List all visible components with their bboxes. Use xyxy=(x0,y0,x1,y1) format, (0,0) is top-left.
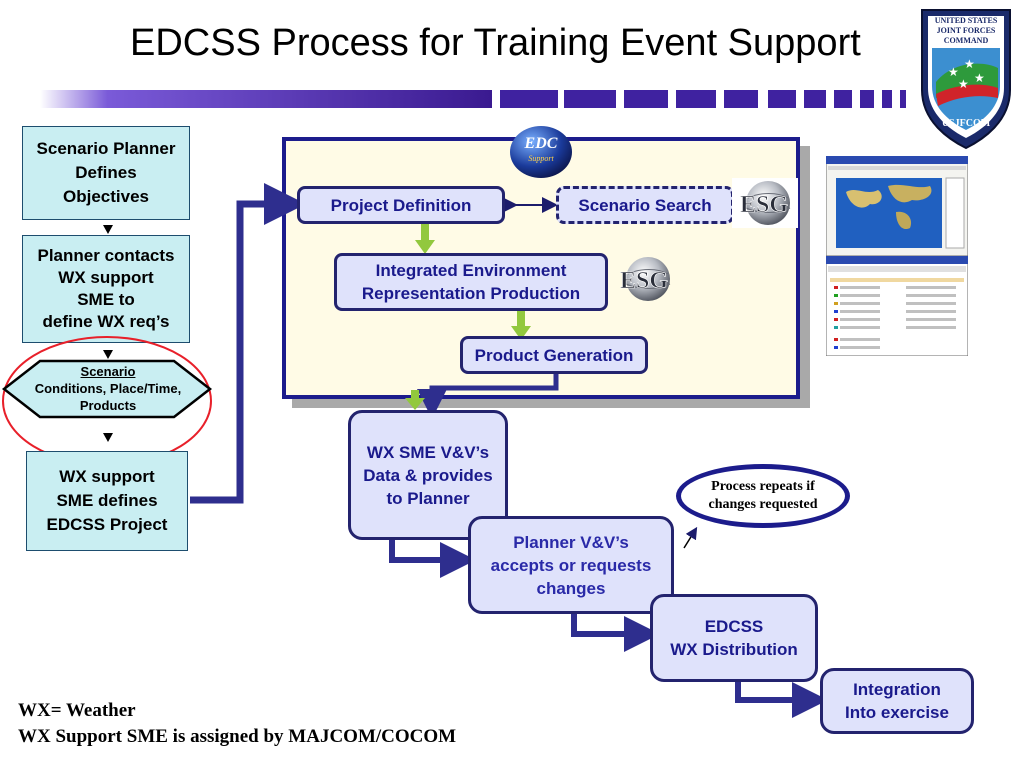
integrated-environment-box: Integrated Environment Representation Pr… xyxy=(334,253,608,311)
edc-logo-text: EDC xyxy=(524,135,558,152)
integration-box: Integration Into exercise xyxy=(820,668,974,734)
scenario-diamond-body: Conditions, Place/Time, Products xyxy=(34,381,182,413)
esg-globe-logo-icon: ESG xyxy=(732,178,798,228)
arrow-down-icon xyxy=(103,350,113,359)
esg-logo-text: ESG xyxy=(620,268,668,294)
arrow-down-icon xyxy=(103,433,113,442)
esg-logo-text: ESG xyxy=(740,192,788,218)
green-arrow-down-icon xyxy=(511,308,531,340)
seal-bottom-text: USJFCOM xyxy=(942,118,991,129)
planner-contacts-box: Planner contacts WX support SME to defin… xyxy=(22,235,190,343)
wx-support-defines-box: WX support SME defines EDCSS Project xyxy=(26,451,188,551)
edc-support-logo-icon: EDC Support xyxy=(510,126,572,178)
planner-contacts-text: Planner contacts WX support SME to defin… xyxy=(37,246,175,331)
footnote-line-2: WX Support SME is assigned by MAJCOM/COC… xyxy=(18,726,457,747)
footnote-line-1: WX= Weather xyxy=(18,700,136,721)
edcss-distribution-box: EDCSS WX Distribution xyxy=(650,594,818,682)
wx-support-defines-text: WX support SME defines EDCSS Project xyxy=(46,467,168,534)
usjfcom-seal-icon: ★ ★ ★ ★ UNITED STATES JOINT FORCES COMMA… xyxy=(921,9,1011,150)
project-definition-box: Project Definition xyxy=(297,186,505,224)
product-generation-box: Product Generation xyxy=(460,336,648,374)
arrow-down-icon xyxy=(103,225,113,234)
scenario-search-box: Scenario Search xyxy=(556,186,734,224)
scenario-planner-text: Scenario Planner Defines Objectives xyxy=(36,139,176,206)
svg-text:★: ★ xyxy=(948,65,959,79)
svg-text:★: ★ xyxy=(964,57,975,71)
svg-text:★: ★ xyxy=(958,77,969,91)
application-screenshot-thumbnails xyxy=(826,156,968,356)
scenario-diamond-title: Scenario xyxy=(80,364,136,379)
title-underline-bar xyxy=(40,90,906,108)
green-arrow-down-icon xyxy=(415,222,435,254)
esg-globe-logo-icon: ESG xyxy=(612,254,678,304)
scenario-planner-box: Scenario Planner Defines Objectives xyxy=(22,126,190,220)
process-repeats-callout: Process repeats if changes requested xyxy=(676,464,850,528)
green-arrow-down-icon xyxy=(405,390,425,410)
scenario-diamond: Scenario Conditions, Place/Time, Product… xyxy=(10,363,206,414)
seal-top-text: UNITED STATES JOINT FORCES COMMAND xyxy=(934,16,998,45)
planner-vv-box: Planner V&V’s accepts or requests change… xyxy=(468,516,674,614)
svg-text:★: ★ xyxy=(974,71,985,85)
page-title: EDCSS Process for Training Event Support xyxy=(130,22,861,64)
footnote: WX= Weather WX Support SME is assigned b… xyxy=(18,698,456,750)
edc-logo-sub: Support xyxy=(528,154,554,163)
